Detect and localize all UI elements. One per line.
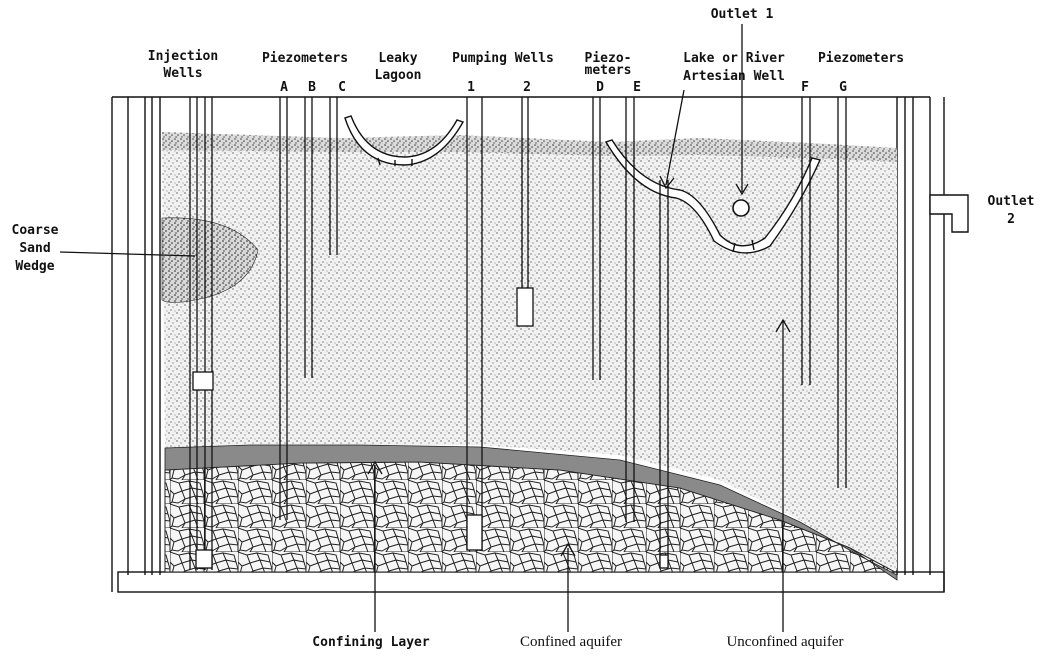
label-piezometer-a: A: [280, 80, 288, 95]
label-lake-river: Lake or River: [683, 51, 785, 66]
outlet-1-opening: [733, 200, 749, 216]
label-piezometer-e: E: [633, 80, 641, 95]
label-coarse-sand-wedge-1: Coarse: [12, 223, 59, 238]
label-piezometer-d: D: [596, 80, 604, 95]
label-confining-layer: Confining Layer: [312, 635, 430, 650]
label-artesian-well: Artesian Well: [683, 69, 785, 84]
label-injection-wells-2: Wells: [163, 66, 202, 81]
label-piezometers-left: Piezometers: [262, 51, 348, 66]
label-coarse-sand-wedge-3: Wedge: [15, 259, 54, 274]
label-piezometers-right: Piezometers: [818, 51, 904, 66]
label-outlet-1: Outlet 1: [711, 7, 774, 22]
label-unconfined-aquifer: Unconfined aquifer: [726, 634, 843, 650]
label-pumping-wells: Pumping Wells: [452, 51, 554, 66]
label-injection-wells-1: Injection: [148, 49, 218, 64]
outlet-2-spout: [930, 195, 968, 232]
label-leaky-lagoon-1: Leaky: [378, 51, 417, 66]
label-pumping-well-2: 2: [523, 80, 531, 95]
label-outlet-2-2: 2: [1007, 212, 1015, 227]
label-piezometer-c: C: [338, 80, 346, 95]
label-pumping-well-1: 1: [467, 80, 475, 95]
label-piezometer-g: G: [839, 80, 847, 95]
label-piezometers-mid-2: meters: [585, 63, 632, 78]
label-outlet-2-1: Outlet: [988, 194, 1035, 209]
label-coarse-sand-wedge-2: Sand: [19, 241, 50, 256]
label-piezometer-b: B: [308, 80, 316, 95]
label-confined-aquifer: Confined aquifer: [520, 634, 622, 650]
label-leaky-lagoon-2: Lagoon: [375, 68, 422, 83]
label-piezometer-f: F: [801, 80, 809, 95]
